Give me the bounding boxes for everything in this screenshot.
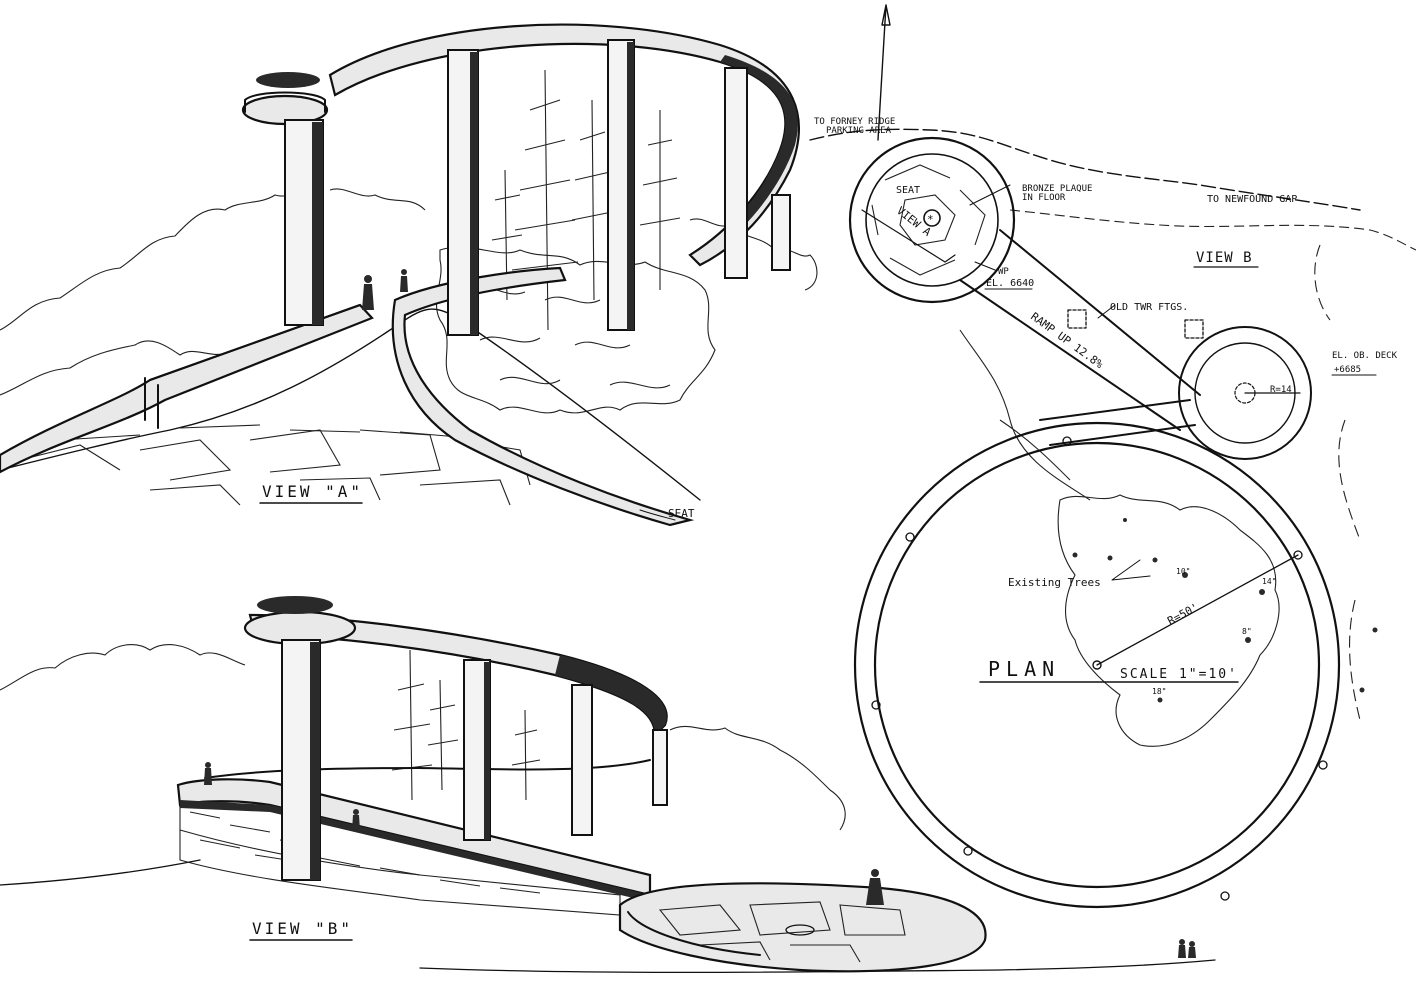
view-a-figures [362,269,408,310]
label-to-newfound: TO NEWFOUND GAP [1207,194,1297,205]
label-bronze-2: IN FLOOR [1022,193,1066,203]
label-view-b: VIEW B [1196,250,1253,266]
view-a-perspective: VIEW "A" SEAT [0,23,818,527]
plan-contour-3 [1314,244,1361,721]
plan-tree-dots [1072,518,1378,703]
view-b-perspective: VIEW "B" [0,596,1216,974]
label-wp: WP [998,267,1009,277]
label-plan-title: PLAN [988,657,1060,681]
plan-radius-line [1096,554,1299,666]
view-b-columns [281,639,668,881]
view-b-ground [0,859,1216,974]
plan-ring-columns [871,436,1328,901]
label-tree-8: 8" [1242,627,1252,636]
view-a-ground [0,308,701,501]
label-r50: R=50' [1165,601,1200,628]
old-tower-footing-2 [1184,319,1204,339]
plan-ramp [959,229,1201,431]
bronze-plaque [923,209,941,227]
plan-contour-2 [1009,209,1416,251]
label-tree-10: 10" [1176,567,1190,576]
label-r14: R=14' [1270,385,1297,395]
view-b-plaza-paving [658,901,906,963]
plan-ring-inner [873,441,1321,889]
plan-ring-outer [853,421,1341,909]
label-tree-18: 18" [1152,687,1166,696]
view-a-seat-label: SEAT [668,507,695,520]
plan-ramp-tangent [1039,399,1196,446]
label-el-6640: EL. 6640 [986,278,1034,289]
view-b-tree-line [0,644,846,831]
label-scale: SCALE 1"=10' [1120,667,1238,682]
plan-contour-1 [809,128,1361,211]
view-b-ring-far [204,759,651,779]
north-arrow [877,4,891,141]
view-a-paving [19,424,531,506]
view-b-fir-trees [391,649,541,801]
view-a-tree-line-2 [0,340,231,396]
view-b-figures [204,762,1196,958]
label-old-twr: OLD TWR FTGS. [1110,302,1188,313]
label-seat: SEAT [896,185,920,196]
plan-plaza-paving [871,164,986,276]
view-a-spiral-ramp [391,266,695,527]
plan-tree-cluster [1057,494,1280,747]
view-a-ramp-rail [144,304,361,429]
label-to-forney-2: PARKING AREA [826,126,892,136]
view-a-lower-ramp [0,303,374,474]
view-a-shrubs [435,246,716,414]
label-bronze-1: BRONZE PLAQUE [1022,184,1092,194]
label-ramp-up: RAMP UP 12.8% [1028,310,1106,371]
view-a-fir-trees [491,69,681,331]
label-existing-trees: Existing Trees [1008,576,1101,589]
view-b-title: VIEW "B" [252,919,353,938]
label-to-forney-1: TO FORNEY RIDGE [814,117,895,127]
plan-arrival-plaza [848,136,1016,304]
label-el-deck-2: +6685 [1334,365,1361,375]
view-a-title: VIEW "A" [262,482,363,501]
svg-text:*: * [927,213,934,226]
view-a-columns [284,39,791,336]
view-b-plaza [618,882,987,973]
plan-observation-deck [1178,326,1312,460]
old-tower-footing-1 [1067,309,1087,329]
plan-view: * TO FORNEY RIDGE PARKING AREA TO NEWFOU… [809,4,1416,909]
label-tree-14: 14" [1262,577,1276,586]
label-el-deck-1: EL. OB. DECK [1332,351,1398,361]
